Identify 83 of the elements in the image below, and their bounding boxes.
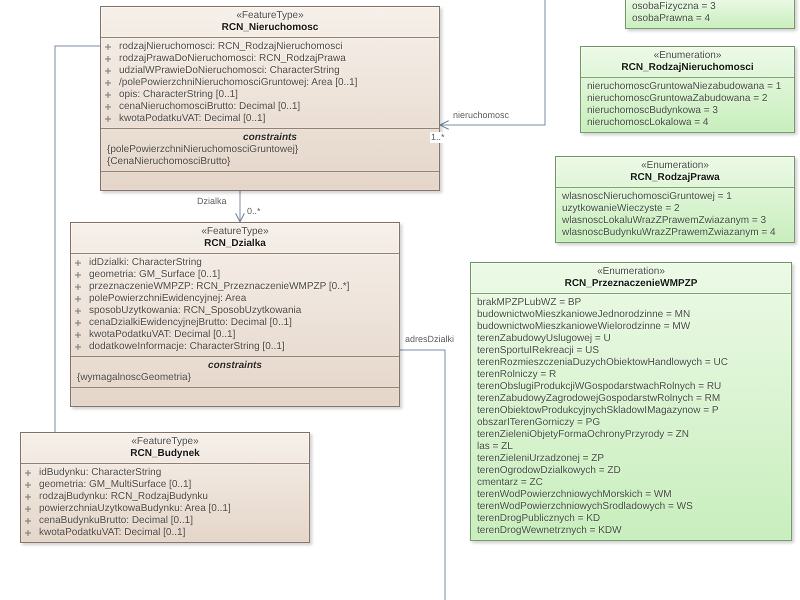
attribute-text: kwotaPodatkuVAT: Decimal [0..1] (119, 113, 266, 125)
class-name: RCN_RodzajPrawa (629, 172, 721, 184)
compartment-title: constraints (242, 132, 298, 144)
enumeration-literal: terenWodPowierzchniowychSrodladowych = WS (477, 501, 694, 513)
edge-label: nieruchomosc (452, 110, 510, 121)
enumeration-literal: wlasnoscNieruchomosciGruntowej = 1 (562, 191, 733, 203)
enumeration-box (580, 46, 795, 133)
constraint-text: {CenaNieruchomosciBrutto} (107, 156, 232, 168)
enumeration-literal: osobaFizyczna = 3 (632, 1, 717, 13)
class-name: RCN_RodzajNieruchomosci (620, 62, 755, 74)
enumeration-literal: obszarITerenGorniczy = PG (477, 417, 602, 429)
enumeration-literal: uzytkowanieWieczyste = 2 (562, 203, 681, 215)
enumeration-literal: las = ZL (477, 441, 514, 453)
attribute-text: polePowierzchniEwidencyjnej: Area (89, 293, 246, 305)
constraint-text: {polePowierzchniNieruchomosciGruntowej} (107, 144, 300, 156)
enumeration-literal: terenZieleniUrzadzonej = ZP (477, 453, 606, 465)
constraint-text: {wymagalnoscGeometria} (77, 372, 192, 384)
attribute-text: /polePowierzchniNieruchomosciGruntowej: Area [0..1] (119, 77, 358, 89)
enumeration-literal: cmentarz = ZC (477, 477, 544, 489)
attribute-text: opis: CharacterString [0..1] (119, 89, 238, 101)
enumeration-literal: nieruchomoscGruntowaNiezabudowana = 1 (587, 81, 782, 93)
stereotype-label: «FeatureType» (235, 10, 305, 22)
stereotype-label: «FeatureType» (130, 436, 200, 448)
enumeration-literal: budownictwoMieszkanioweWielorodzinne = MW (477, 321, 692, 333)
attribute-text: udzialWPrawieDoNieruchomosci: CharacterString (119, 65, 340, 77)
attribute-text: dodatkoweInformacje: CharacterString [0..1] (89, 341, 285, 353)
class-name: RCN_Budynek (129, 448, 201, 460)
enumeration-literal: wlasnoscLokaluWrazZPrawemZwiazanym = 3 (562, 215, 768, 227)
class-name: RCN_Nieruchomosc (220, 22, 320, 34)
enumeration-box (470, 262, 792, 541)
stereotype-label: «Enumeration» (640, 160, 710, 172)
attribute-text: idDzialki: CharacterString (89, 257, 202, 269)
enumeration-literal: osobaPrawna = 4 (632, 13, 712, 25)
attribute-text: cenaBudynkuBrutto: Decimal [0..1] (39, 515, 193, 527)
multiplicity-label: 0..* (246, 206, 262, 217)
enumeration-literal: terenRolniczy = R (477, 369, 558, 381)
stereotype-label: «Enumeration» (652, 50, 722, 62)
association-line (54, 46, 100, 432)
multiplicity-label: 1..* (430, 132, 446, 143)
enumeration-literal: nieruchomoscGruntowaZabudowana = 2 (587, 93, 768, 105)
enumeration-literal: wlasnoscBudynkuWrazZPrawemZwiazanym = 4 (562, 227, 777, 239)
class-box (70, 222, 400, 407)
association-arrow (439, 0, 546, 130)
attribute-text: rodzajPrawaDoNieruchomosci: RCN_RodzajPrawa (119, 53, 346, 65)
enumeration-literal: terenWodPowierzchniowychMorskich = WM (477, 489, 673, 501)
attribute-text: geometria: GM_MultiSurface [0..1] (39, 479, 192, 491)
enumeration-literal: terenObslugiProdukcjiWGospodarstwachRolnych = RU (477, 381, 722, 393)
enumeration-literal: brakMPZPLubWZ = BP (477, 297, 582, 309)
attribute-text: powierzchniaUzytkowaBudynku: Area [0..1] (39, 503, 231, 515)
enumeration-literal: budownictwoMieszkanioweJednorodzinne = MN (477, 309, 692, 321)
enumeration-literal: terenZieleniObjetyFormaOchronyPrzyrody = ZN (477, 429, 690, 441)
enumeration-literal: terenObiektowProdukcyjnychSkladowIMagazynow = P (477, 405, 720, 417)
enumeration-literal: nieruchomoscLokalowa = 4 (587, 117, 710, 129)
attribute-text: kwotaPodatkuVAT: Decimal [0..1] (89, 329, 236, 341)
stereotype-label: «FeatureType» (200, 226, 270, 238)
association-line (400, 350, 446, 600)
class-name: RCN_PrzeznaczenieWMPZP (564, 278, 698, 290)
attribute-text: kwotaPodatkuVAT: Decimal [0..1] (39, 527, 186, 539)
compartment-title: constraints (207, 360, 263, 372)
attribute-text: cenaNieruchomosciBrutto: Decimal [0..1] (119, 101, 300, 113)
attribute-text: idBudynku: CharacterString (39, 467, 162, 479)
enumeration-literal: terenOgrodowDzialkowych = ZD (477, 465, 622, 477)
edge-label: adresDzialki (404, 334, 456, 345)
attribute-text: geometria: GM_Surface [0..1] (89, 269, 220, 281)
enumeration-box (625, 0, 795, 29)
attribute-text: przeznaczenieWMPZP: RCN_PrzeznaczenieWMPZP [0..*] (89, 281, 350, 293)
association-arrow (234, 190, 246, 223)
enumeration-literal: terenZabudowyZagrodowejGospodarstwRolnych = RM (477, 393, 722, 405)
stereotype-label: «Enumeration» (596, 266, 666, 278)
enumeration-literal: terenZabudowyUslugowej = U (477, 333, 612, 345)
enumeration-literal: terenDrogPublicznych = KD (477, 513, 602, 525)
attribute-text: cenaDzialkiEwidencyjnejBrutto: Decimal [0..1] (89, 317, 292, 329)
enumeration-box (555, 156, 795, 243)
class-name: RCN_Dzialka (203, 238, 267, 250)
enumeration-literal: nieruchomoscBudynkowa = 3 (587, 105, 719, 117)
edge-label: Dzialka (196, 196, 228, 207)
attribute-text: rodzajBudynku: RCN_RodzajBudynku (39, 491, 208, 503)
enumeration-literal: terenDrogWewnetrznych = KDW (477, 525, 623, 537)
attribute-text: rodzajNieruchomosci: RCN_RodzajNieruchomosci (119, 41, 342, 53)
enumeration-literal: terenRozmieszczeniaDuzychObiektowHandlowych = UC (477, 357, 729, 369)
enumeration-literal: terenSportuIRekreacji = US (477, 345, 600, 357)
class-box (20, 432, 310, 543)
attribute-text: sposobUzytkowania: RCN_SposobUzytkowania (89, 305, 302, 317)
